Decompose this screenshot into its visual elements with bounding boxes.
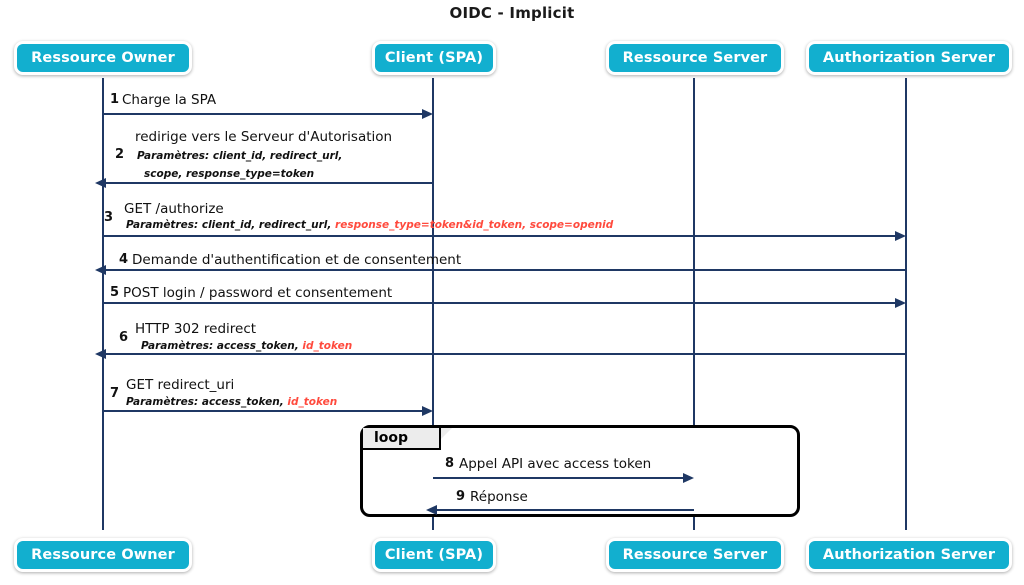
message-6-subline-1: Paramètres: access_token, id_token: [141, 340, 352, 352]
message-7-subline-highlight: id_token: [287, 396, 338, 408]
message-2-subline-1: Paramètres: client_id, redirect_url,: [137, 150, 343, 162]
message-9-label: Réponse: [470, 489, 528, 505]
message-6-number: 6: [119, 330, 129, 345]
participant-authorization-server-bottom[interactable]: Authorization Server: [806, 538, 1012, 572]
message-1-label: Charge la SPA: [122, 92, 217, 108]
message-9-number: 9: [456, 489, 466, 504]
message-3-subline-highlight: response_type=token&id_token, scope=open…: [335, 219, 614, 231]
message-7-subline-1: Paramètres: access_token, id_token: [126, 396, 337, 408]
message-2-subline-2: scope, response_type=token: [144, 168, 315, 180]
participant-label: Ressource Server: [622, 50, 768, 66]
lifeline-ressource-server: [693, 78, 695, 425]
message-5-arrowhead: [895, 298, 906, 308]
loop-fragment: [360, 425, 800, 517]
loop-fragment-tab-corner: [441, 428, 452, 439]
message-6-label: HTTP 302 redirect: [135, 321, 257, 337]
message-6-subline-plain: Paramètres: access_token,: [141, 340, 303, 352]
message-8-arrowhead: [683, 473, 694, 483]
message-4-line: [103, 269, 906, 271]
message-3-subline-plain: Paramètres: client_id, redirect_url,: [126, 219, 336, 231]
participant-label: Ressource Owner: [31, 547, 175, 563]
message-2-number: 2: [115, 147, 125, 162]
participant-ressource-owner-top[interactable]: Ressource Owner: [14, 41, 192, 75]
message-3-label: GET /authorize: [124, 201, 224, 217]
message-7-arrowhead: [422, 406, 433, 416]
message-7-number: 7: [110, 386, 120, 401]
message-4-arrowhead: [95, 265, 106, 275]
lifeline-ressource-owner: [102, 78, 104, 530]
message-6-arrowhead: [95, 349, 106, 359]
message-6-subline-highlight: id_token: [302, 340, 353, 352]
participant-label: Client (SPA): [384, 50, 484, 66]
message-3-number: 3: [104, 210, 114, 225]
message-4-number: 4: [119, 252, 129, 267]
message-1-number: 1: [110, 92, 120, 107]
page-title: OIDC - Implicit: [449, 4, 575, 22]
participant-label: Ressource Owner: [31, 50, 175, 66]
message-7-label: GET redirect_uri: [126, 377, 235, 393]
loop-fragment-label: loop: [374, 430, 409, 446]
message-8-label: Appel API avec access token: [459, 456, 652, 472]
message-2-arrowhead: [95, 178, 106, 188]
message-8-number: 8: [445, 456, 455, 471]
message-7-line: [103, 410, 423, 412]
message-2-label: redirige vers le Serveur d'Autorisation: [135, 129, 393, 145]
participant-label: Authorization Server: [822, 50, 996, 66]
message-3-subline-1: Paramètres: client_id, redirect_url, res…: [126, 219, 613, 231]
message-9-arrowhead: [426, 505, 437, 515]
lifeline-client-spa: [432, 78, 434, 425]
message-4-label: Demande d'authentification et de consent…: [132, 252, 462, 268]
message-5-line: [103, 302, 896, 304]
participant-client-spa-bottom[interactable]: Client (SPA): [372, 538, 496, 572]
message-7-subline-plain: Paramètres: access_token,: [126, 396, 288, 408]
loop-fragment-tab: [363, 428, 441, 450]
participant-label: Ressource Server: [622, 547, 768, 563]
message-8-line: [433, 477, 684, 479]
lifeline-ressource-server-lower: [693, 516, 695, 530]
message-5-label: POST login / password et consentement: [123, 285, 393, 301]
message-2-line: [103, 182, 433, 184]
participant-ressource-owner-bottom[interactable]: Ressource Owner: [14, 538, 192, 572]
message-1-line: [103, 113, 423, 115]
lifeline-authorization-server: [905, 78, 907, 530]
participant-label: Client (SPA): [384, 547, 484, 563]
message-9-line: [434, 509, 694, 511]
participant-authorization-server-top[interactable]: Authorization Server: [806, 41, 1012, 75]
message-3-line: [103, 235, 896, 237]
message-6-line: [103, 353, 906, 355]
lifeline-client-spa-lower: [432, 516, 434, 530]
participant-label: Authorization Server: [822, 547, 996, 563]
message-3-arrowhead: [895, 231, 906, 241]
participant-ressource-server-top[interactable]: Ressource Server: [606, 41, 784, 75]
message-5-number: 5: [110, 285, 120, 300]
message-1-arrowhead: [422, 109, 433, 119]
participant-ressource-server-bottom[interactable]: Ressource Server: [606, 538, 784, 572]
participant-client-spa-top[interactable]: Client (SPA): [372, 41, 496, 75]
